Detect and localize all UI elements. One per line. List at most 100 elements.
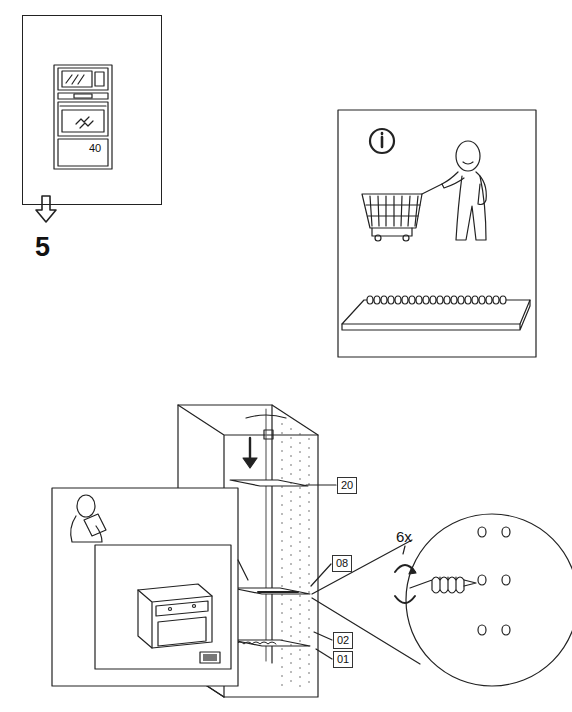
hole-dot <box>281 432 282 433</box>
hole-dot <box>299 559 300 560</box>
hole-dot <box>290 635 291 636</box>
hole-dot <box>299 550 300 551</box>
hole-dot <box>281 486 282 487</box>
hole-dot <box>308 438 309 439</box>
quantity-label: 6x <box>396 528 412 545</box>
shelf-peg <box>423 296 429 304</box>
hole-dot <box>290 626 291 627</box>
hole-dot <box>290 608 291 609</box>
hole-dot <box>290 491 291 492</box>
shelf-peg <box>374 296 380 304</box>
hole-dot <box>290 437 291 438</box>
hole-dot <box>281 675 282 676</box>
hole-dot <box>299 433 300 434</box>
node-text: 20 <box>341 479 353 492</box>
hole-dot <box>308 582 309 583</box>
leader-line <box>311 564 331 586</box>
info-icon <box>370 129 394 153</box>
hole-dot <box>299 451 300 452</box>
hole-dot <box>290 671 291 672</box>
hole-dot <box>308 672 309 673</box>
callout-number: 02 <box>333 632 353 649</box>
hole-dot <box>299 523 300 524</box>
hole-dot <box>308 591 309 592</box>
hole-dot <box>290 464 291 465</box>
hole-dot <box>281 630 282 631</box>
hole-dot <box>299 613 300 614</box>
hole-dot <box>299 604 300 605</box>
hole-dot <box>281 657 282 658</box>
hole-dot <box>290 617 291 618</box>
hole-dot <box>308 519 309 520</box>
shelf-peg <box>430 296 436 304</box>
hole-dot <box>281 603 282 604</box>
hole-dot <box>299 649 300 650</box>
hole-dot <box>308 645 309 646</box>
hole-dot <box>281 522 282 523</box>
hole-dot <box>290 572 291 573</box>
hole-dot <box>308 573 309 574</box>
hole-dot <box>290 644 291 645</box>
hole-dot <box>290 455 291 456</box>
hole-dot <box>281 450 282 451</box>
hole-dot <box>281 504 282 505</box>
leader-line <box>306 484 336 485</box>
hole-dot <box>299 622 300 623</box>
hole-dot <box>308 465 309 466</box>
hole-dot <box>290 590 291 591</box>
hole-dot <box>290 563 291 564</box>
callout-number: 01 <box>333 651 353 668</box>
hole-dot <box>308 636 309 637</box>
hole-dot <box>308 555 309 556</box>
callout-number: 08 <box>332 555 352 572</box>
oven-figure <box>138 584 220 663</box>
hole-dot <box>290 500 291 501</box>
shelf-figure <box>342 296 530 330</box>
hole-dot <box>308 537 309 538</box>
hole-dot <box>281 594 282 595</box>
shelf-peg <box>388 296 394 304</box>
hole-dot <box>281 576 282 577</box>
hole-dot <box>281 441 282 442</box>
hole-dot <box>299 505 300 506</box>
hole-dot <box>299 487 300 488</box>
shopping-person <box>362 141 486 241</box>
hole-dot <box>281 567 282 568</box>
hole-dot <box>281 612 282 613</box>
step-frame: 40 <box>22 15 162 205</box>
hole-dot <box>281 666 282 667</box>
hole-dot <box>299 514 300 515</box>
hole-dot <box>299 442 300 443</box>
hole-dot <box>299 577 300 578</box>
hole-dot <box>290 653 291 654</box>
node-text: 08 <box>336 557 348 570</box>
hole-dot <box>308 501 309 502</box>
step-number: 5 <box>35 232 50 263</box>
hole-dot <box>299 685 300 686</box>
shelf-peg <box>472 296 478 304</box>
shelf-peg <box>451 296 457 304</box>
hole-dot <box>281 477 282 478</box>
hole-dot <box>281 684 282 685</box>
hole-dot <box>308 564 309 565</box>
hole-dot <box>299 496 300 497</box>
shelf-peg <box>402 296 408 304</box>
hole-dot <box>299 568 300 569</box>
hole-dot <box>290 680 291 681</box>
hole-dot <box>281 423 282 424</box>
hole-dot <box>290 581 291 582</box>
leader-line <box>316 649 332 659</box>
hole-dot <box>299 595 300 596</box>
hole-dot <box>281 531 282 532</box>
hole-dot <box>290 482 291 483</box>
shelf-peg <box>444 296 450 304</box>
shelf-peg <box>395 296 401 304</box>
hole-dot <box>299 478 300 479</box>
callout-number: 20 <box>337 477 357 494</box>
hole-dot <box>308 474 309 475</box>
leader-line <box>238 560 248 580</box>
hole-dot <box>308 528 309 529</box>
hole-dot <box>290 509 291 510</box>
hole-dot <box>299 676 300 677</box>
shelf-peg <box>465 296 471 304</box>
